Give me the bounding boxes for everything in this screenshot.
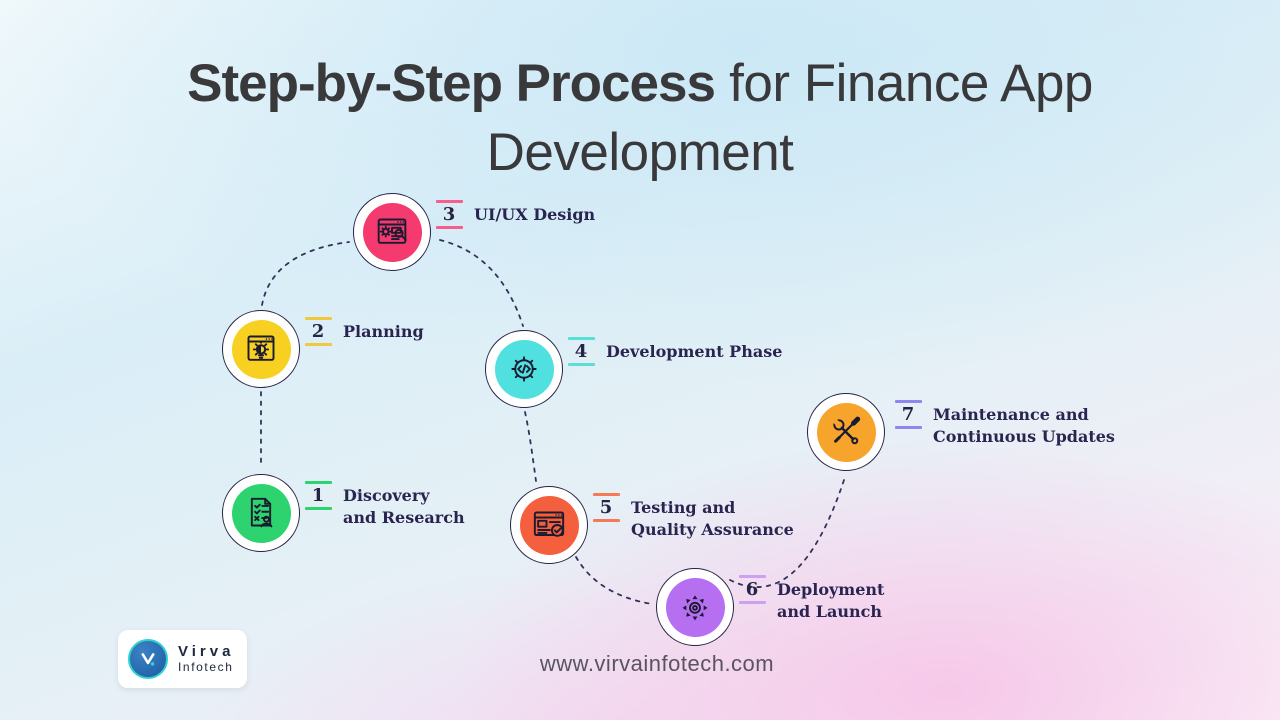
virva-logo-icon (128, 639, 168, 679)
step-4-title: Development Phase (606, 342, 783, 361)
step-7-label: 7 Maintenance and Continuous Updates (894, 400, 1115, 447)
step-7-number-badge: 7 (894, 400, 922, 429)
company-name-sub: Infotech (178, 659, 234, 674)
step-5-disc (519, 495, 579, 555)
step-5-circle (510, 486, 588, 564)
step-6-line-top (738, 575, 766, 578)
step-7-disc (816, 402, 876, 462)
step-3-title: UI/UX Design (474, 205, 596, 224)
step-2-number: 2 (311, 321, 325, 342)
step-3-node: 3 UI/UX Design (353, 193, 773, 313)
design-browser-icon (377, 218, 407, 244)
step-7-node: 7 Maintenance and Continuous Updates (807, 393, 1227, 513)
page-title-regular: for Finance App Development (486, 54, 1094, 182)
step-1-node: 1 Discovery and Research (222, 474, 642, 594)
step-5-line-bottom (592, 519, 620, 522)
step-1-circle (222, 474, 300, 552)
step-4-label: 4 Development Phase (567, 337, 782, 366)
maintenance-tools-icon (829, 415, 861, 445)
step-6-node: 6 Deployment and Launch (656, 568, 1076, 688)
step-6-number: 6 (745, 579, 759, 600)
step-3-circle (353, 193, 431, 271)
step-7-number: 7 (901, 404, 915, 425)
step-2-label: 2 Planning (304, 317, 424, 346)
step-3-number: 3 (442, 204, 456, 225)
code-gear-icon (511, 356, 537, 382)
company-logo-card: Virva Infotech (118, 630, 247, 688)
company-name: Virva (178, 643, 235, 661)
step-3-line-top (435, 200, 463, 203)
website-url: www.virvainfotech.com (539, 651, 775, 676)
step-3-line-bottom (435, 226, 463, 229)
step-6-circle (656, 568, 734, 646)
step-7-line-bottom (894, 426, 922, 429)
step-6-line-bottom (738, 601, 766, 604)
company-logo-text: Virva Infotech (178, 643, 234, 674)
step-6-disc (665, 577, 725, 637)
step-2-disc (231, 319, 291, 379)
step-2-circle (222, 310, 300, 388)
page-title-bold: Step-by-Step Process (187, 54, 716, 113)
testing-browser-icon (533, 511, 565, 537)
step-3-disc (362, 202, 422, 262)
step-1-number: 1 (311, 485, 325, 506)
step-6-number-badge: 6 (738, 575, 766, 604)
step-1-line-bottom (304, 507, 332, 510)
step-5-number: 5 (599, 497, 613, 518)
step-4-line-top (567, 337, 595, 340)
step-7-circle (807, 393, 885, 471)
step-2-line-bottom (304, 343, 332, 346)
research-checklist-icon (250, 497, 273, 528)
planning-lightbulb-icon (247, 335, 275, 361)
step-7-title: Maintenance and Continuous Updates (933, 405, 1115, 446)
step-2-number-badge: 2 (304, 317, 332, 346)
step-7-line-top (894, 400, 922, 403)
step-4-circle (485, 330, 563, 408)
deployment-gear-icon (682, 595, 708, 621)
step-6-label: 6 Deployment and Launch (738, 575, 884, 622)
step-1-disc (231, 483, 291, 543)
step-3-label: 3 UI/UX Design (435, 200, 595, 229)
step-5-node: 5 Testing and Quality Assurance (510, 486, 930, 606)
step-4-disc (494, 339, 554, 399)
step-4-number: 4 (574, 341, 588, 362)
step-2-node: 2 Planning (222, 310, 642, 430)
step-5-title: Testing and Quality Assurance (631, 498, 794, 539)
step-2-line-top (304, 317, 332, 320)
step-2-title: Planning (343, 322, 424, 341)
step-6-title: Deployment and Launch (777, 580, 885, 621)
connector-2-3 (261, 241, 350, 306)
step-1-number-badge: 1 (304, 481, 332, 510)
step-4-node: 4 Development Phase (485, 330, 905, 450)
step-4-number-badge: 4 (567, 337, 595, 366)
step-5-number-badge: 5 (592, 493, 620, 522)
step-1-line-top (304, 481, 332, 484)
step-5-line-top (592, 493, 620, 496)
page-title: Step-by-Step Process for Finance App Dev… (135, 50, 1145, 188)
step-5-label: 5 Testing and Quality Assurance (592, 493, 794, 540)
step-3-number-badge: 3 (435, 200, 463, 229)
step-1-title: Discovery and Research (343, 486, 465, 527)
step-1-label: 1 Discovery and Research (304, 481, 465, 528)
step-4-line-bottom (567, 363, 595, 366)
